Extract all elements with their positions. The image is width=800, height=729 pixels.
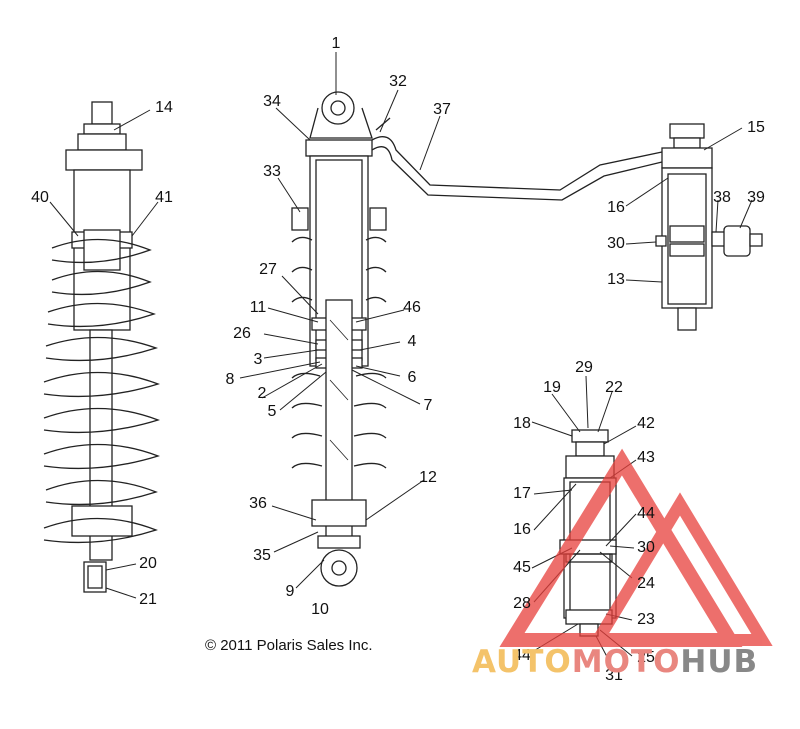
upper-reservoir: [655, 123, 763, 331]
callout-28: 28: [513, 595, 531, 612]
callout-31: 31: [605, 667, 623, 684]
callout-5: 5: [267, 403, 277, 420]
reservoir-hose: [371, 117, 663, 201]
callout-4: 4: [407, 333, 417, 350]
callout-15: 15: [747, 119, 765, 136]
callout-23: 23: [637, 611, 655, 628]
callout-19: 19: [543, 379, 561, 396]
callout-30-upper: 30: [607, 235, 625, 252]
callout-44-lower: 44: [513, 647, 531, 664]
callout-27: 27: [259, 261, 277, 278]
callout-24: 24: [637, 575, 655, 592]
callout-41: 41: [155, 189, 173, 206]
callout-13: 13: [607, 271, 625, 288]
callout-12: 12: [419, 469, 437, 486]
callout-32: 32: [389, 73, 407, 90]
callout-10: 10: [311, 601, 329, 618]
callout-36: 36: [249, 495, 267, 512]
callout-44-upper: 44: [637, 505, 655, 522]
copyright-notice: © 2011 Polaris Sales Inc.: [205, 637, 373, 654]
callout-38: 38: [713, 189, 731, 206]
callout-7: 7: [423, 397, 433, 414]
callout-34: 34: [263, 93, 281, 110]
callout-18: 18: [513, 415, 531, 432]
callout-39: 39: [747, 189, 765, 206]
callout-33: 33: [263, 163, 281, 180]
callout-45: 45: [513, 559, 531, 576]
leader-lines: [49, 52, 753, 671]
callout-29: 29: [575, 359, 593, 376]
callout-35: 35: [253, 547, 271, 564]
callout-25: 25: [637, 649, 655, 666]
callout-6: 6: [407, 369, 417, 386]
callout-11: 11: [249, 299, 267, 316]
watermark-brand-text: AUTOMOTOHUB: [472, 644, 758, 680]
callout-2: 2: [257, 385, 267, 402]
lower-reservoir: [559, 429, 617, 637]
callout-17: 17: [513, 485, 531, 502]
center-cutaway-shock: [291, 91, 387, 587]
callout-43: 43: [637, 449, 655, 466]
callout-21: 21: [139, 591, 157, 608]
left-assembled-shock: [43, 101, 160, 593]
callout-16-upper: 16: [607, 199, 625, 216]
watermark-part-moto: MOTO: [571, 644, 681, 680]
callout-1: 1: [331, 35, 341, 52]
callout-40: 40: [31, 189, 49, 206]
callout-22: 22: [605, 379, 623, 396]
callout-42: 42: [637, 415, 655, 432]
callout-8: 8: [225, 371, 235, 388]
callout-26: 26: [233, 325, 251, 342]
callout-37: 37: [433, 101, 451, 118]
callout-3: 3: [253, 351, 263, 368]
callout-9: 9: [285, 583, 295, 600]
watermark-logo-triangles: [499, 448, 773, 647]
callout-30-lower: 30: [637, 539, 655, 556]
callout-46: 46: [403, 299, 421, 316]
callout-16-lower: 16: [513, 521, 531, 538]
watermark-part-hub: HUB: [680, 644, 759, 680]
watermark-part-auto: AUTO: [472, 644, 572, 680]
callout-14: 14: [155, 99, 173, 116]
callout-20: 20: [139, 555, 157, 572]
